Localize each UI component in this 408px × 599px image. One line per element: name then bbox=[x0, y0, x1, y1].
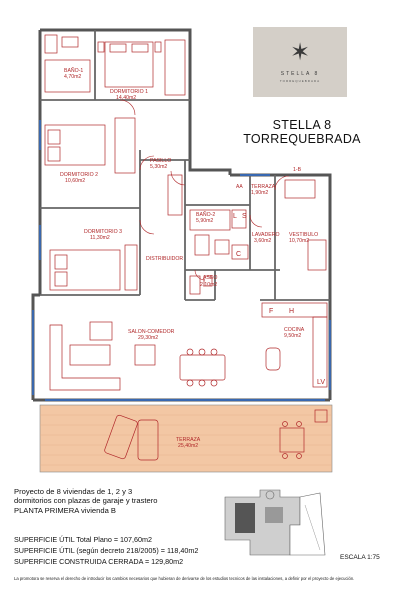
label-terraza-area: 25,40m2 bbox=[178, 443, 198, 449]
terrace-deck bbox=[39, 404, 333, 473]
mark-l: L bbox=[233, 213, 237, 220]
furniture bbox=[44, 34, 328, 461]
brand-logo: ✶ STELLA 8 TORREQUEBRADA bbox=[253, 27, 347, 97]
door-tag: 1-B bbox=[293, 167, 302, 173]
label-vestibulo-name: VESTIBULO bbox=[289, 232, 318, 238]
label-salon-area: 29,30m2 bbox=[138, 335, 158, 341]
label-bano2-name: BAÑO-2 bbox=[196, 211, 215, 218]
logo-subtext: TORREQUEBRADA bbox=[279, 79, 321, 83]
label-dormitorio2-area: 10,60m2 bbox=[65, 178, 85, 184]
label-terraza-name: TERRAZA bbox=[176, 437, 201, 443]
label-aseo-area: 2,10m2 bbox=[200, 282, 217, 288]
title-line-2: TORREQUEBRADA bbox=[243, 132, 361, 146]
label-dormitorio1-area: 14,40m2 bbox=[116, 95, 136, 101]
project-title: STELLA 8 TORREQUEBRADA bbox=[240, 118, 364, 146]
label-dormitorio3-name: DORMITORIO 3 bbox=[84, 229, 122, 235]
label-bano1-name: BAÑO-1 bbox=[64, 67, 83, 74]
title-line-1: STELLA 8 bbox=[272, 118, 332, 132]
label-cocina-area: 9,50m2 bbox=[284, 333, 301, 339]
label-dormitorio3-area: 11,30m2 bbox=[90, 235, 110, 241]
windows bbox=[32, 120, 331, 401]
description-line-2: dormitorios con plazas de garaje y trast… bbox=[14, 496, 158, 506]
mark-aa: AA bbox=[236, 184, 243, 190]
logo-text: STELLA 8 bbox=[280, 71, 320, 77]
label-lavadero-name: LAVADERO bbox=[252, 232, 279, 238]
star-icon: ✶ bbox=[289, 39, 311, 66]
project-description: Proyecto de 8 viviendas de 1, 2 y 3 dorm… bbox=[14, 487, 214, 515]
label-bano2-area: 5,90m2 bbox=[196, 218, 213, 224]
terrace-planks bbox=[40, 414, 332, 466]
mark-lv: LV bbox=[317, 379, 325, 386]
scale-label: ESCALA 1:75 bbox=[340, 554, 380, 561]
label-bano1-area: 4,70m2 bbox=[64, 74, 81, 80]
mark-f: F bbox=[269, 308, 273, 315]
label-distribuidor: DISTRIBUIDOR bbox=[146, 256, 183, 262]
surface-construida: SUPERFICIE CONSTRUIDA CERRADA = 129,80m2 bbox=[14, 557, 184, 566]
key-plan bbox=[224, 489, 326, 556]
mark-c: C bbox=[236, 251, 241, 258]
label-terraza-small-name: TERRAZA bbox=[251, 184, 276, 190]
door-swings bbox=[119, 99, 290, 281]
interior-walls bbox=[40, 30, 330, 301]
label-lavadero-area: 3,60m2 bbox=[254, 238, 271, 244]
mark-s: S bbox=[242, 213, 247, 220]
surface-util-decree: SUPERFICIE ÚTIL (según decreto 218/2005)… bbox=[14, 546, 199, 555]
label-pasillo-name: PASILLO bbox=[150, 158, 171, 164]
description-line-3: PLANTA PRIMERA vivienda B bbox=[14, 505, 116, 515]
description-line-1: Proyecto de 8 viviendas de 1, 2 y 3 bbox=[14, 487, 133, 496]
label-cocina-name: COCINA bbox=[284, 327, 305, 333]
surface-util-plan: SUPERFICIE ÚTIL Total Plano = 107,60m2 bbox=[14, 535, 153, 544]
label-aseo-name: ASEO bbox=[203, 275, 217, 281]
label-dormitorio2-name: DORMITORIO 2 bbox=[60, 172, 98, 178]
label-vestibulo-area: 10,70m2 bbox=[289, 238, 309, 244]
label-salon-name: SALON-COMEDOR bbox=[128, 329, 175, 335]
label-pasillo-area: 5,30m2 bbox=[150, 164, 167, 170]
legal-note: La promotora se reserva el derecho de in… bbox=[14, 576, 355, 581]
label-dormitorio1-name: DORMITORIO 1 bbox=[110, 89, 148, 95]
label-terraza-small-area: 1,90m2 bbox=[251, 190, 268, 196]
mark-h: H bbox=[289, 308, 294, 315]
